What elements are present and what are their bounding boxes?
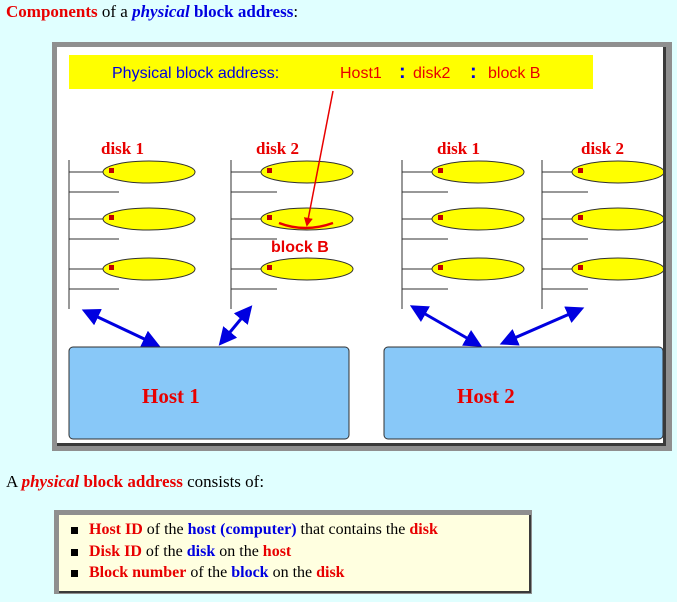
disk-head	[109, 168, 114, 173]
disk-head	[438, 168, 443, 173]
disk-platter	[571, 160, 663, 184]
diagram-frame: Physical block address: Host1 : disk2 : …	[52, 42, 672, 451]
definition-text: Block number	[89, 564, 187, 581]
host-label: Host 1	[142, 384, 200, 408]
storage-diagram: Physical block address: Host1 : disk2 : …	[68, 55, 663, 440]
disk-head	[438, 215, 443, 220]
disk-head	[267, 215, 272, 220]
definition-text: of the	[142, 521, 188, 538]
connection-arrow	[409, 305, 483, 347]
definition-text: block	[231, 564, 269, 581]
disk-platter	[260, 160, 354, 184]
disk-stacks	[68, 160, 663, 309]
disk-label: disk 2	[581, 139, 624, 158]
disk-head	[109, 215, 114, 220]
host-label: Host 2	[457, 384, 515, 408]
definition-text: on the	[268, 564, 317, 581]
definition-text: host	[262, 542, 292, 560]
definition-text: host (computer)	[187, 521, 297, 538]
disk-head	[578, 265, 583, 270]
disk-label: disk 1	[101, 139, 144, 158]
definition-list: Host ID of the host (computer) that cont…	[59, 515, 529, 584]
address-block: block B	[488, 65, 540, 82]
definition-text: disk	[316, 564, 345, 581]
page-heading: Components of a physical block address:	[6, 2, 298, 22]
address-separator: :	[470, 61, 477, 83]
disk-label: disk 2	[256, 139, 299, 158]
disk-head	[267, 265, 272, 270]
caption-block-address: block address	[79, 472, 183, 491]
host-box	[383, 346, 663, 440]
definition-box: Host ID of the host (computer) that cont…	[59, 515, 531, 593]
definition-box-frame: Host ID of the host (computer) that cont…	[54, 510, 532, 594]
definition-text: of the	[186, 564, 232, 581]
disk-stack	[68, 160, 196, 309]
disk-platter	[102, 207, 196, 231]
definition-text: Host ID	[89, 521, 143, 538]
definition-text: disk	[409, 521, 438, 538]
definition-text: that contains the	[296, 521, 410, 538]
heading-of-a: of a	[97, 2, 133, 21]
disk-platter	[431, 160, 525, 184]
disk-head	[578, 215, 583, 220]
definition-text: on the	[215, 542, 263, 560]
host-box	[68, 346, 350, 440]
definition-text: of the	[141, 542, 187, 560]
connection-arrow	[81, 309, 161, 347]
address-disk: disk2	[413, 65, 450, 82]
disk-platter	[431, 257, 525, 281]
caption-a: A	[6, 472, 22, 491]
disk-platter	[571, 257, 663, 281]
disk-platter	[571, 207, 663, 231]
disk-platter	[260, 257, 354, 281]
definition-item: Disk ID of the disk on the host	[71, 541, 529, 563]
address-separator: :	[399, 61, 406, 83]
address-label: Physical block address:	[112, 65, 279, 82]
caption-physical: physical	[21, 472, 80, 491]
block-b-marker	[278, 221, 334, 230]
disk-platter	[260, 207, 354, 231]
connection-arrow	[499, 306, 585, 346]
diagram-panel: Physical block address: Host1 : disk2 : …	[57, 47, 666, 446]
caption-consists-of: consists of:	[182, 472, 265, 491]
heading-physical: physical	[132, 2, 190, 21]
heading-block-address: block address	[189, 2, 294, 21]
heading-colon: :	[293, 2, 299, 21]
block-b-label: block B	[271, 239, 329, 256]
address-pointer-arrow	[303, 90, 334, 227]
disk-head	[267, 168, 272, 173]
definition-item: Host ID of the host (computer) that cont…	[71, 519, 529, 541]
address-host: Host1	[340, 65, 382, 82]
connection-arrow	[218, 305, 253, 346]
disk-stack	[230, 160, 354, 309]
definition-text: Disk ID	[89, 542, 142, 560]
disk-platter	[102, 257, 196, 281]
definition-text: disk	[186, 542, 216, 560]
disk-head	[109, 265, 114, 270]
disk-platter	[431, 207, 525, 231]
disk-head	[578, 168, 583, 173]
disk-label: disk 1	[437, 139, 480, 158]
address-bar	[69, 55, 593, 89]
caption: A physical block address consists of:	[6, 472, 264, 492]
definition-item: Block number of the block on the disk	[71, 562, 529, 584]
disk-head	[438, 265, 443, 270]
disk-stack	[401, 160, 525, 309]
heading-components: Components	[6, 2, 98, 21]
disk-stack	[541, 160, 663, 309]
disk-platter	[102, 160, 196, 184]
